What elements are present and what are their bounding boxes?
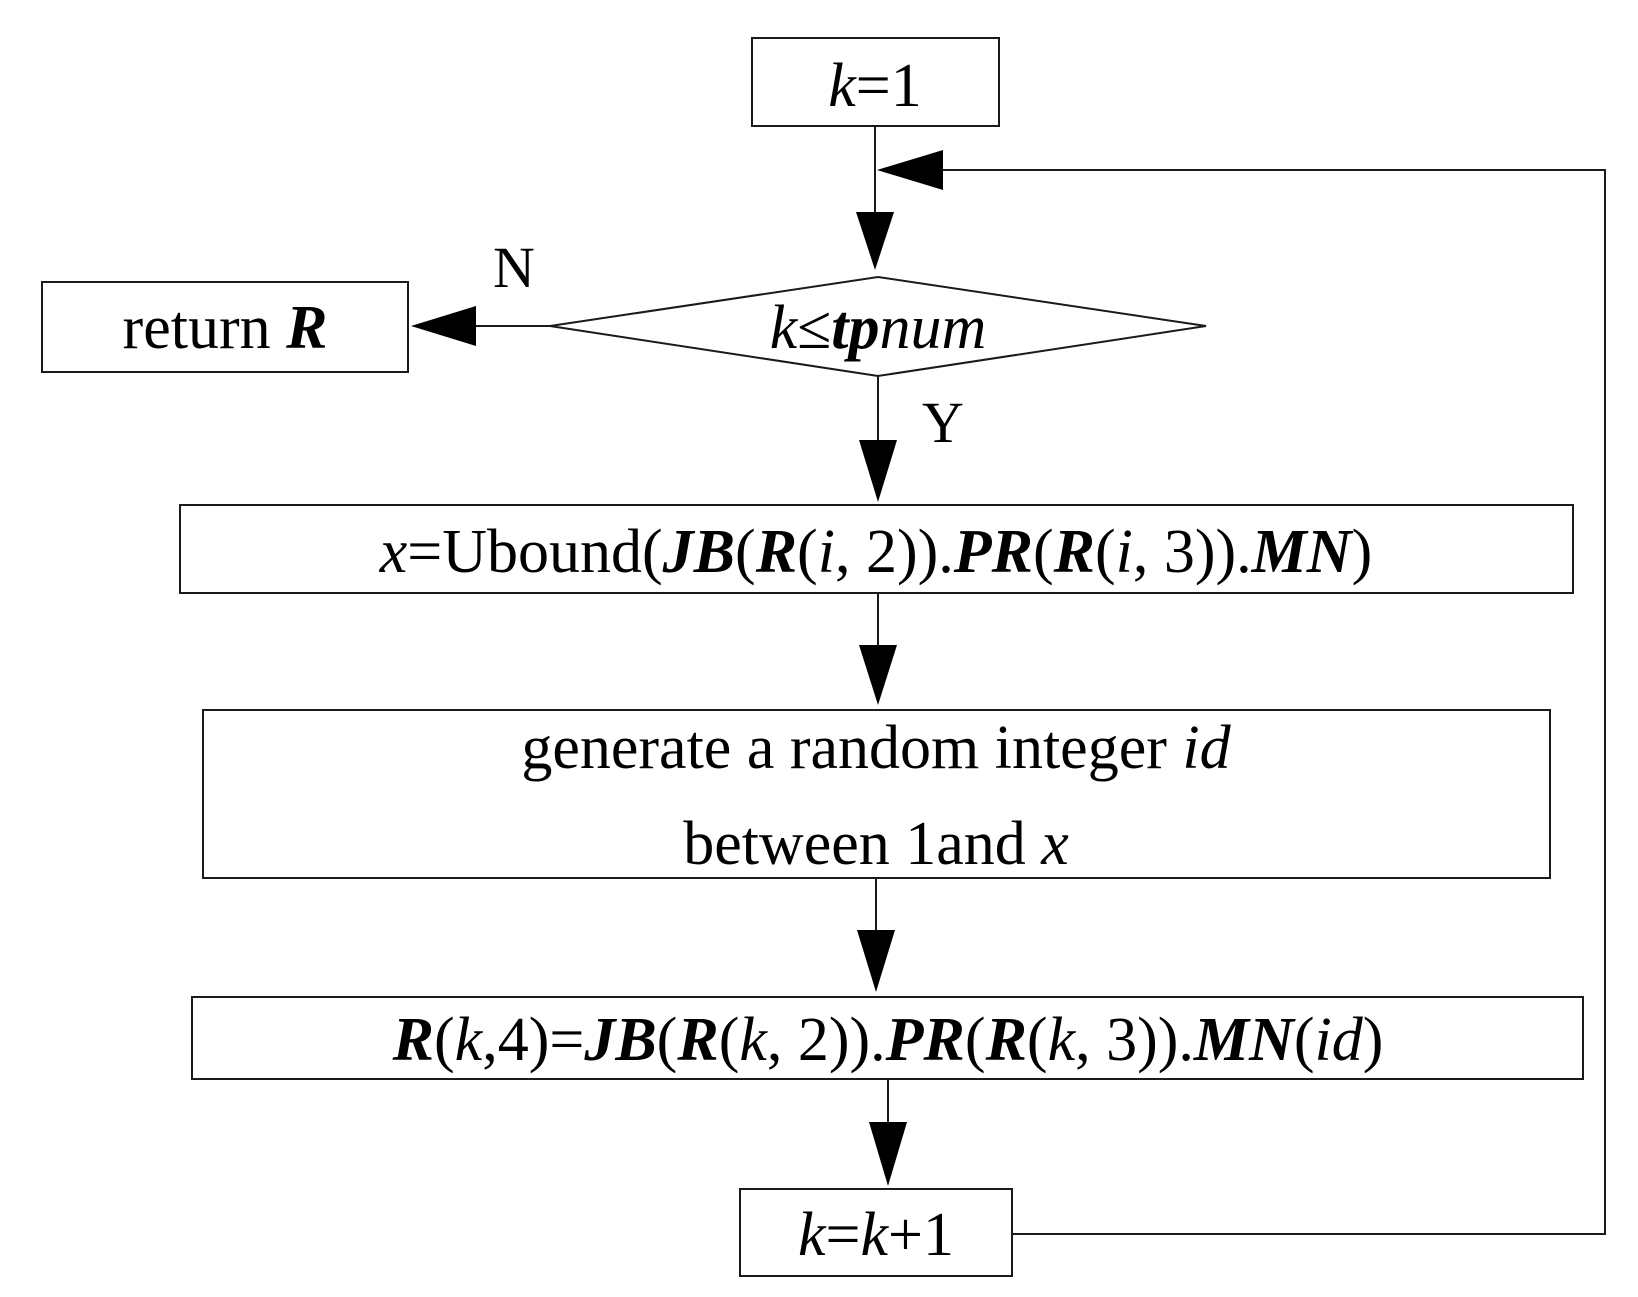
text-span: MN	[1193, 1006, 1296, 1074]
text-span: (	[1294, 1006, 1315, 1074]
text-span: , 3)).	[1075, 1006, 1194, 1074]
text-span: id	[1182, 714, 1231, 782]
text-span: R	[676, 1006, 718, 1074]
edge-label-yes: Y	[922, 390, 964, 455]
text-span: , 2)).	[767, 1006, 886, 1074]
assign-text: R(k,4)=JB(R(k, 2)).PR(R(k, 3)).MN(id)	[392, 1006, 1384, 1074]
loop-back-arrow	[877, 150, 943, 190]
text-span: x	[379, 518, 408, 586]
text-span: ≤	[797, 294, 831, 362]
text-span: (	[434, 1006, 455, 1074]
arrow-into-return	[411, 306, 476, 346]
text-span: x	[1040, 810, 1069, 878]
init-box	[751, 37, 1000, 127]
text-span: k	[455, 1006, 484, 1074]
text-span: between 1and	[683, 810, 1041, 878]
text-span: (	[719, 1006, 740, 1074]
text-span: i	[1116, 518, 1133, 586]
return-box	[41, 281, 409, 373]
random-text-line2: between 1and x	[683, 810, 1069, 878]
text-span: =	[826, 1201, 861, 1269]
edge-label-no: N	[493, 235, 535, 300]
random-text-line1: generate a random integer id	[521, 714, 1231, 782]
text-span: )	[1363, 1006, 1384, 1074]
text-span: R	[755, 518, 797, 586]
text-span: (	[797, 518, 818, 586]
text-span: JB	[662, 518, 735, 586]
text-span: R	[1053, 518, 1095, 586]
text-span: generate a random integer	[521, 714, 1182, 782]
text-span: (	[1027, 1006, 1048, 1074]
increment-box	[739, 1188, 1013, 1277]
text-span: (	[965, 1006, 986, 1074]
text-span: , 2)).	[835, 518, 954, 586]
text-span: return	[123, 294, 287, 362]
return-text: return R	[123, 294, 328, 362]
decision-diamond	[549, 275, 1207, 378]
text-span: k	[798, 1201, 827, 1269]
arrow-into-increment	[869, 1122, 907, 1186]
ubound-box	[179, 504, 1574, 594]
text-span: R	[985, 1006, 1027, 1074]
text-span: PR	[885, 1006, 965, 1074]
text-span: k	[770, 294, 799, 362]
text-span: , 3)).	[1133, 518, 1252, 586]
assign-box	[191, 996, 1584, 1080]
text-span: id	[1314, 1006, 1363, 1074]
loop-back-line	[895, 169, 1606, 1235]
arrow-into-decision	[856, 212, 894, 270]
text-span: )	[1352, 518, 1373, 586]
decision-text: k≤tpnum	[770, 294, 987, 362]
text-span: (	[1095, 518, 1116, 586]
text-span: (	[1033, 518, 1054, 586]
text-span: =1	[856, 52, 922, 120]
text-span: ,4)=	[482, 1006, 584, 1074]
text-span: MN	[1251, 518, 1354, 586]
random-box	[202, 709, 1551, 879]
text-span: k	[828, 52, 857, 120]
arrow-into-ubound	[859, 440, 897, 502]
text-span: (	[657, 1006, 678, 1074]
increment-text: k=k+1	[798, 1201, 954, 1269]
text-span: JB	[583, 1006, 656, 1074]
text-span: R	[285, 294, 327, 362]
arrow-into-random	[859, 645, 897, 705]
text-span: num	[880, 294, 987, 362]
text-span: +1	[888, 1201, 954, 1269]
init-text: k=1	[828, 52, 922, 120]
text-span: k	[739, 1006, 768, 1074]
text-span: tp	[831, 294, 879, 362]
ubound-text: x=Ubound(JB(R(i, 2)).PR(R(i, 3)).MN)	[379, 518, 1372, 586]
text-span: i	[818, 518, 835, 586]
text-span: R	[392, 1006, 434, 1074]
text-span: k	[1048, 1006, 1077, 1074]
text-span: (	[735, 518, 756, 586]
arrow-into-assign	[857, 930, 895, 992]
text-span: k	[861, 1201, 890, 1269]
text-span: PR	[953, 518, 1033, 586]
text-span: =Ubound(	[407, 518, 662, 586]
